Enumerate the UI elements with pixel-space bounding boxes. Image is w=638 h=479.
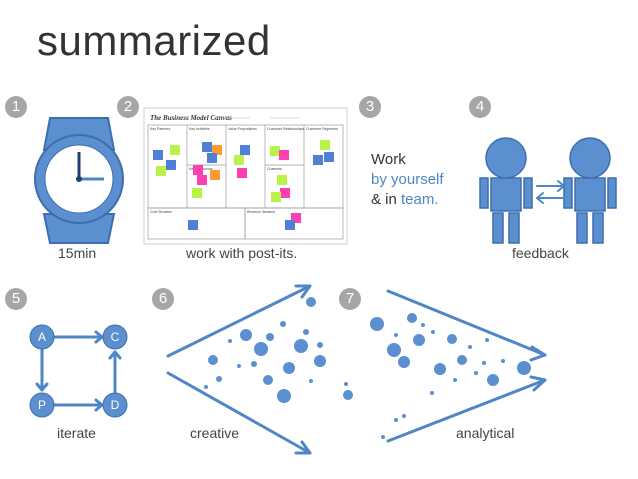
step-7-caption: analytical	[456, 425, 515, 441]
cycle-node-c: C	[111, 330, 120, 344]
slide-title: summarized	[37, 17, 271, 64]
canvas-block-key-partners: Key Partners	[150, 127, 170, 131]
step-badge-3: 3	[359, 96, 381, 118]
cycle-node-a: A	[38, 330, 46, 344]
canvas-block-revenue-streams: Revenue Streams	[247, 210, 275, 214]
work-line-3-prefix: & in	[371, 191, 402, 208]
work-line-1: Work	[371, 151, 406, 168]
step-2-caption: work with post-its.	[186, 245, 298, 261]
step-badge-2: 2	[117, 96, 139, 118]
step-5-caption: iterate	[57, 425, 96, 441]
canvas-title: The Business Model Canvas	[150, 114, 232, 122]
step-badge-4: 4	[469, 96, 491, 118]
step-6-caption: creative	[190, 425, 240, 441]
post-it-notes	[153, 140, 334, 230]
step-badge-7: 7	[339, 288, 361, 310]
work-line-3: & in team.	[371, 190, 444, 210]
step-4-caption: feedback	[512, 245, 569, 261]
canvas-block-value-propositions: Value Propositions	[228, 127, 257, 131]
step-badge-5: 5	[5, 288, 27, 310]
work-line-2: by yourself	[371, 171, 444, 188]
canvas-block-channels: Channels	[267, 167, 282, 171]
step-1-caption: 15min	[58, 245, 97, 261]
canvas-block-customer-segments: Customer Segments	[306, 127, 338, 131]
cycle-node-p: P	[38, 398, 46, 412]
work-mode-text: Work by yourself & in team.	[371, 150, 444, 210]
canvas-block-key-activities: Key Activities	[189, 127, 210, 131]
work-line-3-highlight: team.	[401, 191, 439, 208]
step-badge-1: 1	[5, 96, 27, 118]
step-badge-6: 6	[152, 288, 174, 310]
canvas-block-cost-structure: Cost Structure	[150, 210, 172, 214]
canvas-block-customer-relationships: Customer Relationships	[267, 127, 304, 131]
cycle-node-d: D	[111, 398, 120, 412]
